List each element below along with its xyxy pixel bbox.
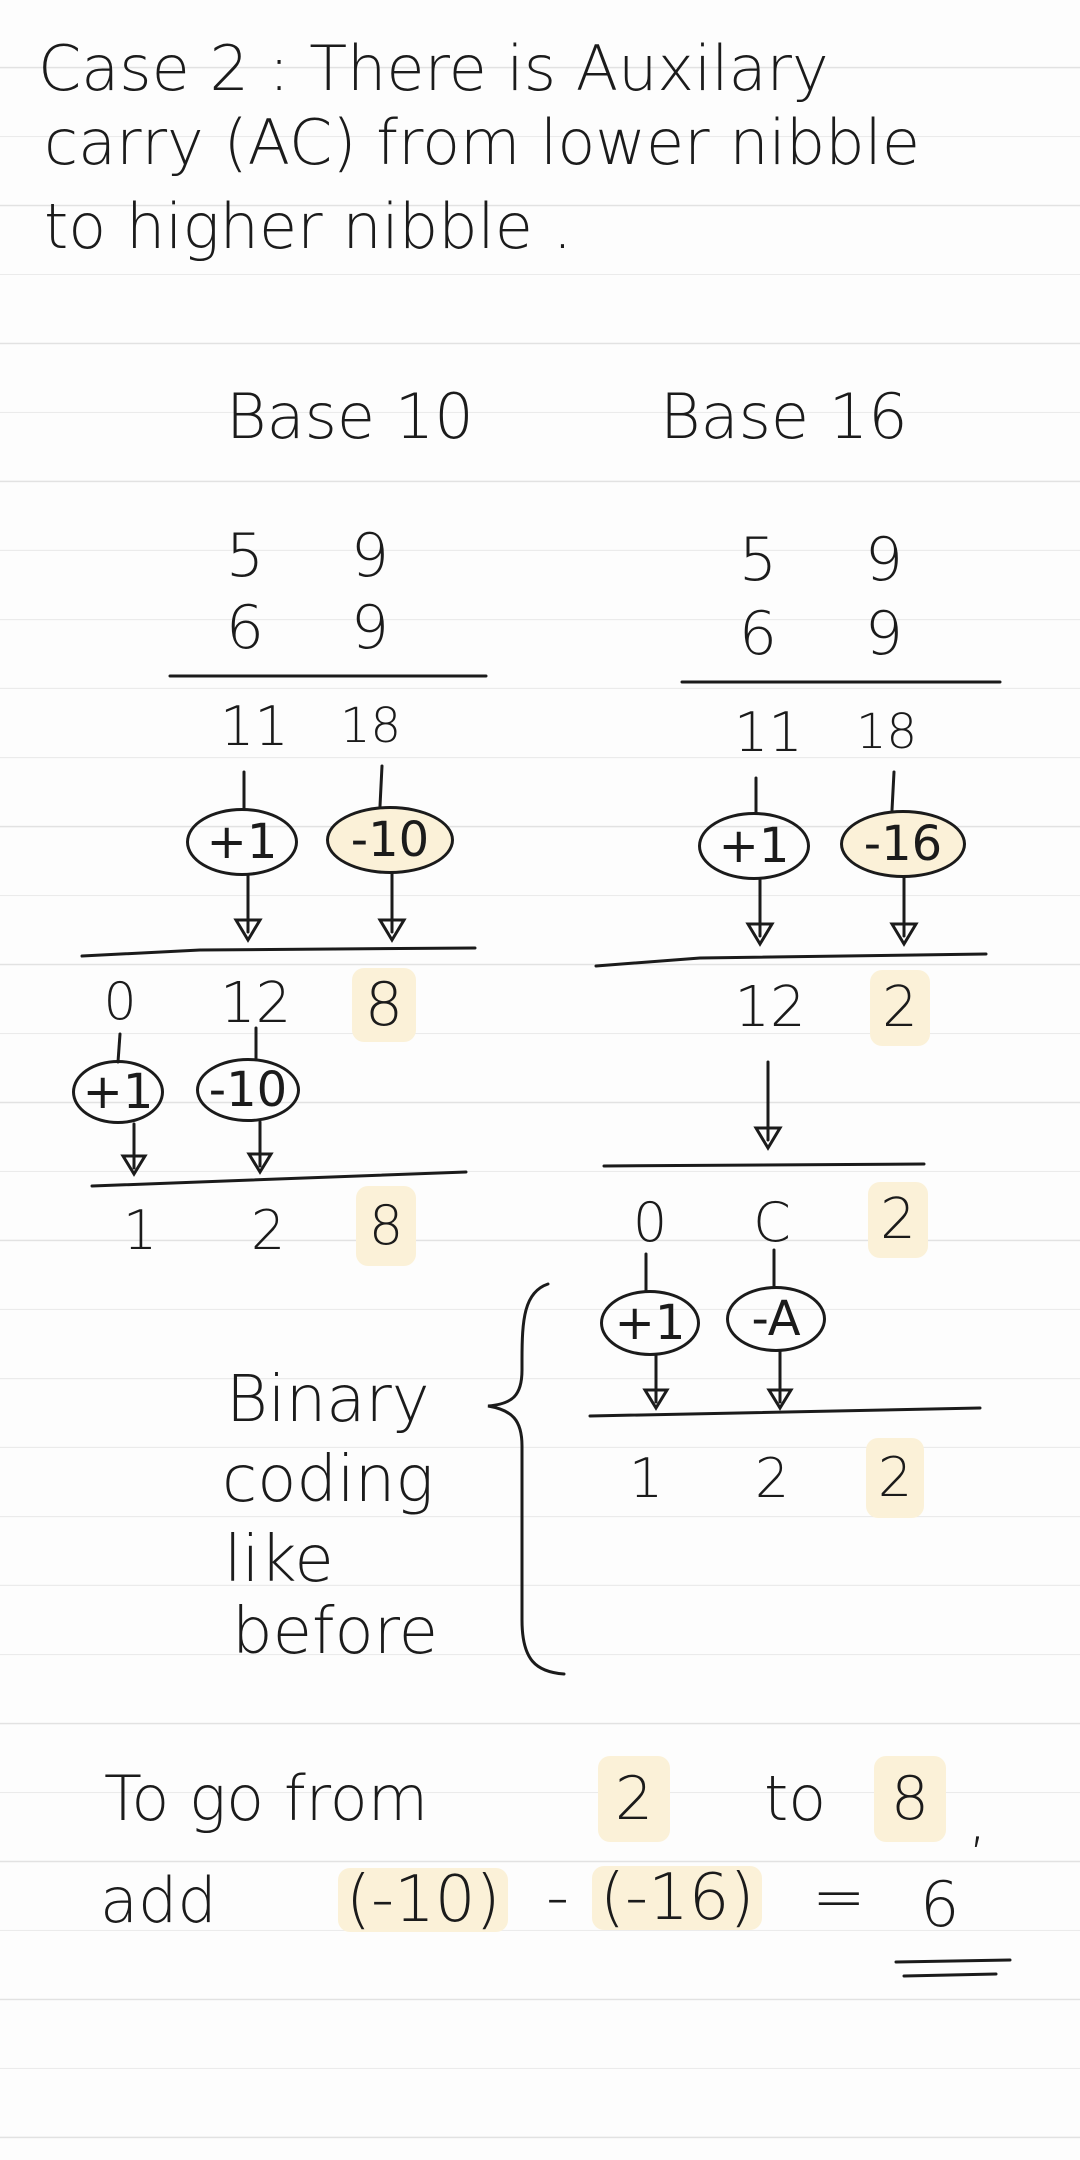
base10-arrowhead-ones	[377, 918, 407, 943]
base16-result2-rule	[602, 1162, 926, 1168]
base10-tick-hundreds	[116, 1032, 122, 1064]
base16-arrowhead-down	[753, 1126, 783, 1151]
base10-final-tens: 2	[250, 1199, 286, 1262]
base16-arrowhead-hundreds	[642, 1388, 670, 1411]
base10-tick-ones	[378, 764, 384, 808]
base16-result-rule	[594, 952, 988, 968]
base10-arrowhead-tens-2	[246, 1152, 274, 1175]
base16-top-ones: 9	[864, 525, 904, 595]
brace-note-line-2: coding	[222, 1443, 434, 1517]
base10-sum-tens: 11	[220, 695, 289, 758]
conclusion-term2: (-16)	[592, 1866, 763, 1930]
base10-bottom-tens: 6	[225, 593, 265, 663]
brace-note-line-3: like	[224, 1523, 334, 1597]
base16-second-carry-circle: +1	[600, 1290, 700, 1356]
conclusion-term1: (-10)	[338, 1868, 509, 1932]
base16-result2-tens: C	[753, 1191, 791, 1254]
base16-final-hundreds: 1	[628, 1447, 664, 1510]
base10-top-tens: 5	[225, 521, 265, 591]
brace-note-line-4: before	[232, 1595, 438, 1669]
base16-arrowhead-ones	[889, 922, 919, 947]
base10-result1-ones: 8	[352, 968, 416, 1042]
base10-title: Base 10	[226, 380, 474, 453]
base16-sum-ones: 18	[856, 704, 918, 760]
base16-final-tens: 2	[754, 1447, 790, 1510]
conclusion-result: 6	[920, 1868, 960, 1941]
base16-result2-ones: 2	[868, 1182, 928, 1258]
base10-result1-hundreds: 0	[103, 972, 137, 1032]
conclusion-to-go-from: To go from	[104, 1762, 429, 1835]
result-underline-1	[894, 1958, 1012, 1964]
base16-tick-ones	[890, 770, 896, 812]
base16-final-ones: 2	[866, 1438, 924, 1518]
base16-top-tens: 5	[738, 525, 778, 595]
heading-line-2: carry (AC) from lower nibble	[44, 106, 920, 179]
base16-result1-tens: 12	[734, 975, 806, 1040]
conclusion-to-word: to	[764, 1762, 827, 1835]
base10-result1-tens: 12	[220, 971, 292, 1036]
base16-arrowhead-tens-2	[766, 1388, 794, 1411]
conclusion-add: add	[100, 1864, 217, 1937]
heading-line-3: to higher nibble .	[44, 190, 573, 263]
base16-final-rule	[588, 1406, 982, 1418]
base16-second-subtract-circle: -A	[726, 1286, 826, 1352]
base16-carry-circle: +1	[698, 812, 810, 880]
base10-top-ones: 9	[350, 521, 390, 591]
base10-second-carry-circle: +1	[72, 1060, 164, 1124]
conclusion-comma: ,	[968, 1785, 988, 1855]
base16-sum-tens: 11	[734, 701, 803, 764]
conclusion-from-value: 2	[598, 1756, 670, 1842]
base16-arrowhead-tens	[745, 922, 775, 947]
base10-carry-circle: +1	[186, 808, 298, 876]
conclusion-to-value: 8	[874, 1756, 946, 1842]
conclusion-equals: =	[812, 1861, 866, 1935]
base10-arrowhead-tens	[233, 918, 263, 943]
base10-bottom-ones: 9	[350, 593, 390, 663]
base10-sum-ones: 18	[340, 698, 402, 754]
brace-note-line-1: Binary	[226, 1363, 430, 1437]
base10-final-hundreds: 1	[122, 1199, 158, 1262]
base16-subtract-circle: -16	[840, 810, 966, 878]
base10-result-rule	[80, 946, 477, 958]
base16-bottom-tens: 6	[738, 599, 778, 669]
base16-result2-hundreds: 0	[632, 1191, 668, 1254]
base10-subtract-circle: -10	[326, 806, 454, 874]
base10-arrowhead-hundreds	[120, 1154, 148, 1177]
base10-second-subtract-circle: -10	[196, 1058, 300, 1122]
curly-brace	[487, 1282, 566, 1676]
base16-result1-ones: 2	[870, 970, 930, 1046]
base16-title: Base 16	[660, 380, 908, 453]
heading-line-1: Case 2 : There is Auxilary	[38, 32, 829, 105]
result-underline-2	[902, 1972, 998, 1978]
base10-final-rule	[90, 1170, 468, 1188]
conclusion-minus: -	[546, 1861, 570, 1935]
base10-final-ones: 8	[356, 1186, 416, 1266]
base16-bottom-ones: 9	[864, 599, 904, 669]
